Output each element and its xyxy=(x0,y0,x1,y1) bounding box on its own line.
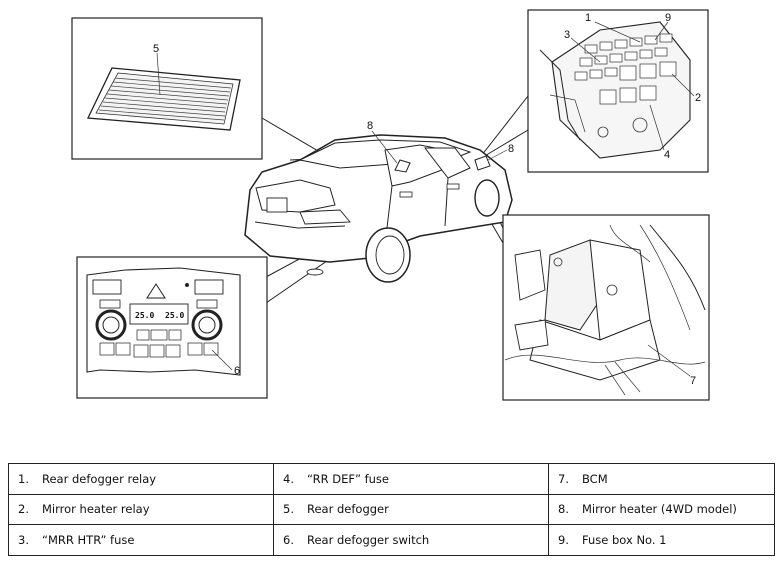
hazard-icon xyxy=(146,283,166,299)
legend-table: 1.Rear defogger relay 4.“RR DEF” fuse 7.… xyxy=(8,463,775,556)
callout-6: 6 xyxy=(234,365,240,377)
callout-4: 4 xyxy=(664,149,670,161)
legend-cell: 7.BCM xyxy=(548,463,775,495)
inset-rear-defogger: 5 xyxy=(71,17,263,160)
callout-9: 9 xyxy=(665,12,671,24)
callout-7: 7 xyxy=(690,375,696,387)
temp-display-right: 25.0 xyxy=(165,311,184,320)
legend-cell: 2.Mirror heater relay xyxy=(8,493,274,526)
callout-5: 5 xyxy=(153,43,159,55)
legend-cell: 4.“RR DEF” fuse xyxy=(273,463,549,495)
legend-cell: 9.Fuse box No. 1 xyxy=(548,524,775,556)
component-location-diagram: 5 1 9 3 2 4 xyxy=(71,9,710,401)
callout-8-mirror-right: 8 xyxy=(508,143,514,155)
legend-cell: 1.Rear defogger relay xyxy=(8,463,274,495)
legend-cell: 6.Rear defogger switch xyxy=(273,524,549,556)
legend-cell: 5.Rear defogger xyxy=(273,493,549,526)
callout-1: 1 xyxy=(585,12,591,24)
legend-cell: 3.“MRR HTR” fuse xyxy=(8,524,274,556)
callout-3: 3 xyxy=(564,29,570,41)
inset-bcm: 7 xyxy=(502,214,710,401)
fuse-slots xyxy=(574,33,677,105)
inset-fuse-box: 1 9 3 2 4 xyxy=(527,9,709,173)
defogger-grid-lines xyxy=(98,77,232,121)
callout-2: 2 xyxy=(695,92,701,104)
temp-display-left: 25.0 xyxy=(135,311,154,320)
legend-row: 1.Rear defogger relay 4.“RR DEF” fuse 7.… xyxy=(8,463,775,495)
legend-cell: 8.Mirror heater (4WD model) xyxy=(548,493,775,526)
vehicle-illustration: 8 8 xyxy=(244,120,514,283)
legend-row: 3.“MRR HTR” fuse 6.Rear defogger switch … xyxy=(8,524,775,556)
inset-control-panel: 25.0 25.0 6 xyxy=(76,256,268,399)
callout-8-mirror-left: 8 xyxy=(367,120,373,132)
legend-row: 2.Mirror heater relay 5.Rear defogger 8.… xyxy=(8,493,775,526)
